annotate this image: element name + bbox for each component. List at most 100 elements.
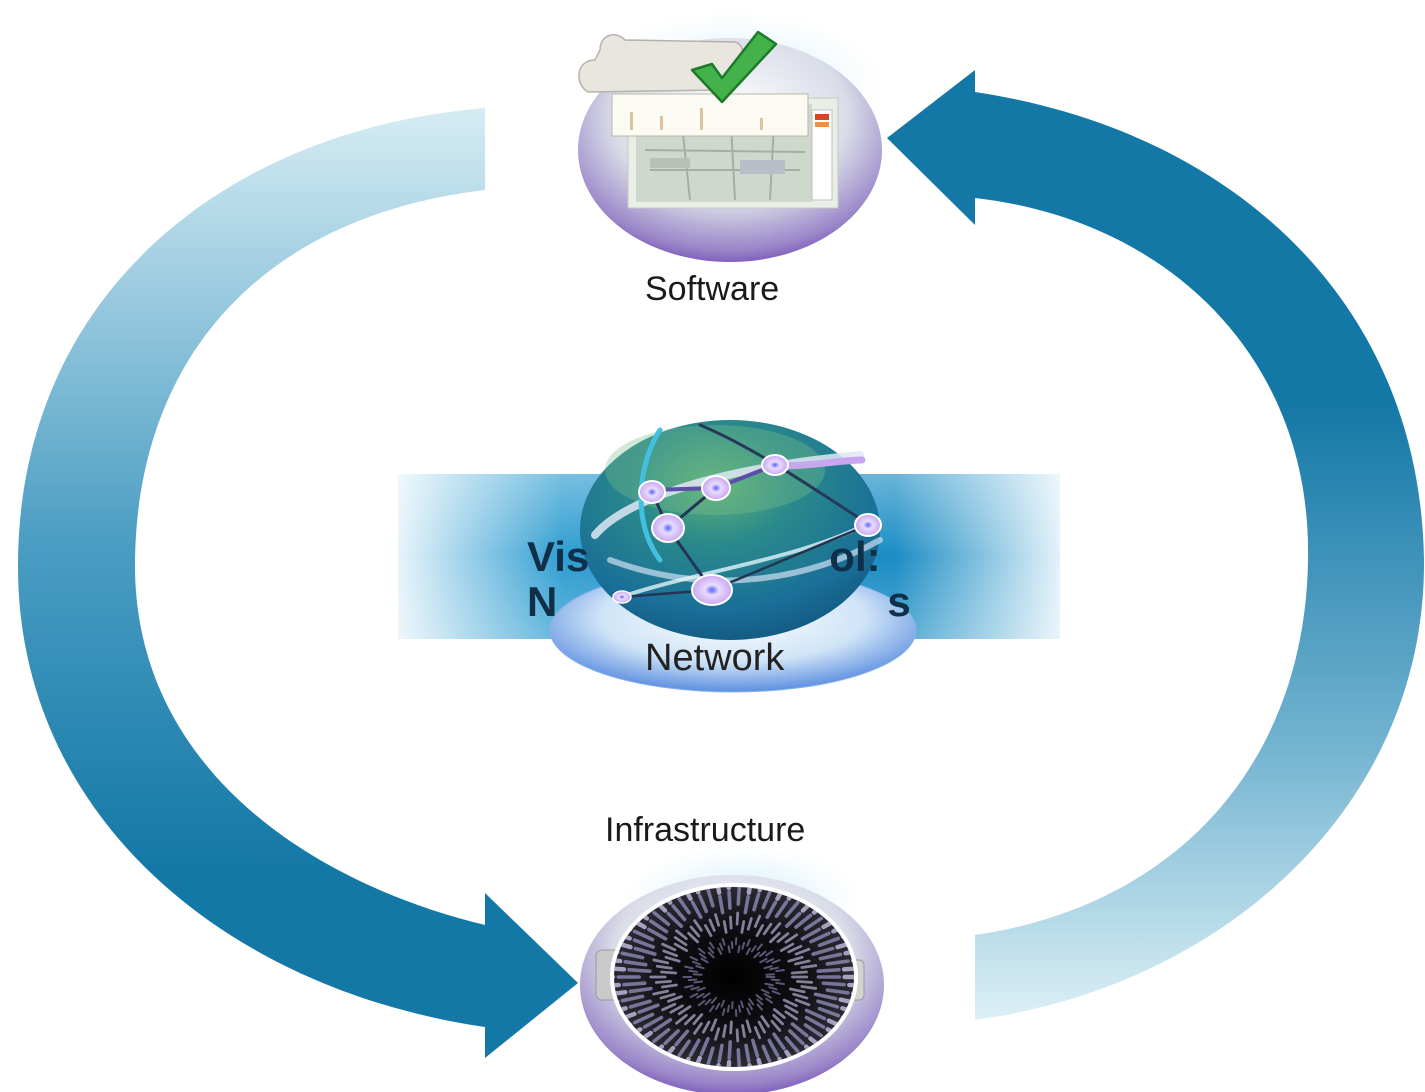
tunnel-streak	[746, 938, 751, 947]
tunnel-streak	[620, 994, 645, 1003]
tunnel-streak	[727, 1040, 733, 1060]
tunnel-streak	[813, 992, 838, 1001]
tunnel-streak	[770, 1019, 782, 1032]
tunnel-streak	[753, 914, 762, 928]
tunnel-streak	[659, 992, 676, 1000]
tunnel-streak	[697, 947, 706, 955]
tunnel-streak	[794, 959, 811, 966]
tunnel-streak	[614, 989, 628, 999]
tunnel-streak	[746, 1007, 751, 1016]
tunnel-streak	[689, 925, 701, 938]
tunnel-streak	[747, 1002, 753, 1011]
tunnel-streak	[871, 941, 904, 948]
infrastructure-label: Infrastructure	[605, 811, 806, 849]
tunnel-streak	[696, 986, 706, 992]
tunnel-streak	[623, 960, 648, 967]
tunnel-streak	[689, 1055, 703, 1067]
tunnel-streak	[664, 955, 681, 963]
tunnel-streak	[627, 967, 652, 973]
banner-line-2-start: N	[527, 578, 558, 625]
tunnel-streak	[794, 913, 813, 929]
tunnel-streak	[753, 1026, 762, 1040]
tunnel-streak	[655, 964, 673, 970]
tunnel-streak	[770, 922, 782, 935]
tunnel-streak	[746, 917, 753, 931]
tunnel-streak	[660, 970, 678, 975]
tunnel-streak	[687, 931, 699, 944]
tunnel-streak	[708, 941, 715, 949]
tunnel-streak	[667, 995, 683, 1003]
banner-line-2-end: s	[887, 578, 911, 625]
tunnel-streak	[821, 981, 846, 987]
tunnel-streak	[756, 1003, 763, 1011]
network-nodes	[612, 454, 882, 606]
tunnel-streak	[622, 981, 647, 987]
tunnel-streak	[683, 1013, 696, 1026]
tunnel-streak	[765, 958, 775, 964]
tunnel-streak	[692, 1013, 704, 1026]
tunnel-streak	[721, 1008, 726, 1017]
tunnel-streak	[790, 970, 808, 975]
banner-line-1-start: Vis	[527, 533, 590, 580]
tunnel-streak	[741, 1024, 746, 1038]
software-report-icon	[578, 30, 839, 209]
tunnel-streak	[841, 965, 854, 972]
tunnel-streak	[700, 957, 709, 964]
tunnel-streak	[756, 1057, 767, 1067]
tunnel-streak	[784, 911, 802, 928]
tunnel-streak	[674, 1029, 690, 1047]
tunnel-streak	[684, 984, 694, 989]
tunnel-streak	[699, 1037, 710, 1056]
tunnel-streak	[755, 924, 765, 938]
tunnel-streak	[704, 998, 712, 1006]
tunnel-streak	[688, 1038, 701, 1057]
tunnel-streak	[769, 931, 781, 944]
tunnel-streak	[760, 1015, 770, 1028]
tunnel-streak	[702, 992, 711, 999]
tunnel-streak	[771, 990, 781, 995]
tunnel-streak	[743, 894, 750, 915]
tunnel-streak	[750, 945, 757, 953]
tunnel-streak	[784, 1010, 799, 1021]
tunnel-streak	[560, 940, 593, 947]
tunnel-streak	[717, 1043, 724, 1064]
tunnel-streak	[725, 1059, 732, 1067]
tunnel-streak	[660, 983, 678, 989]
tunnel-streak	[775, 981, 785, 985]
tunnel-streak	[755, 994, 763, 1001]
tunnel-streak	[718, 942, 724, 951]
tunnel-streak	[687, 978, 698, 982]
tunnel-streak	[688, 969, 698, 973]
tunnel-streak	[632, 929, 655, 942]
tunnel-streak	[811, 946, 835, 956]
tunnel-streak	[794, 998, 811, 1007]
tunnel-streak	[817, 1006, 841, 1018]
tunnel-streak	[652, 989, 669, 996]
tunnel-streak	[669, 1004, 684, 1014]
tunnel-streak	[727, 890, 732, 910]
tunnel-streak	[736, 1048, 741, 1067]
tunnel-streak	[740, 1000, 744, 1009]
tunnel-streak	[652, 1027, 671, 1044]
tunnel-streak	[775, 969, 785, 973]
tunnel-streak	[690, 900, 703, 920]
network-label: Network	[645, 637, 785, 679]
tunnel-streak	[722, 920, 728, 934]
tunnel-streak	[677, 896, 691, 915]
tunnel-streak	[760, 988, 770, 994]
tunnel-streak	[770, 978, 781, 982]
tunnel-streak	[787, 955, 804, 963]
tunnel-streak	[707, 946, 715, 954]
tunnel-streak	[693, 980, 704, 984]
tunnel-streak	[745, 1019, 752, 1033]
tunnel-streak	[745, 947, 751, 956]
tunnel-streak	[764, 982, 774, 987]
tunnel-streak	[772, 1032, 786, 1051]
tunnel-streak	[772, 1013, 785, 1026]
tunnel-streak	[763, 965, 773, 970]
tunnel-streak	[628, 986, 653, 994]
tunnel-streak	[677, 1039, 691, 1058]
tunnel-streak	[788, 987, 806, 994]
tunnel-streak	[804, 1015, 826, 1029]
